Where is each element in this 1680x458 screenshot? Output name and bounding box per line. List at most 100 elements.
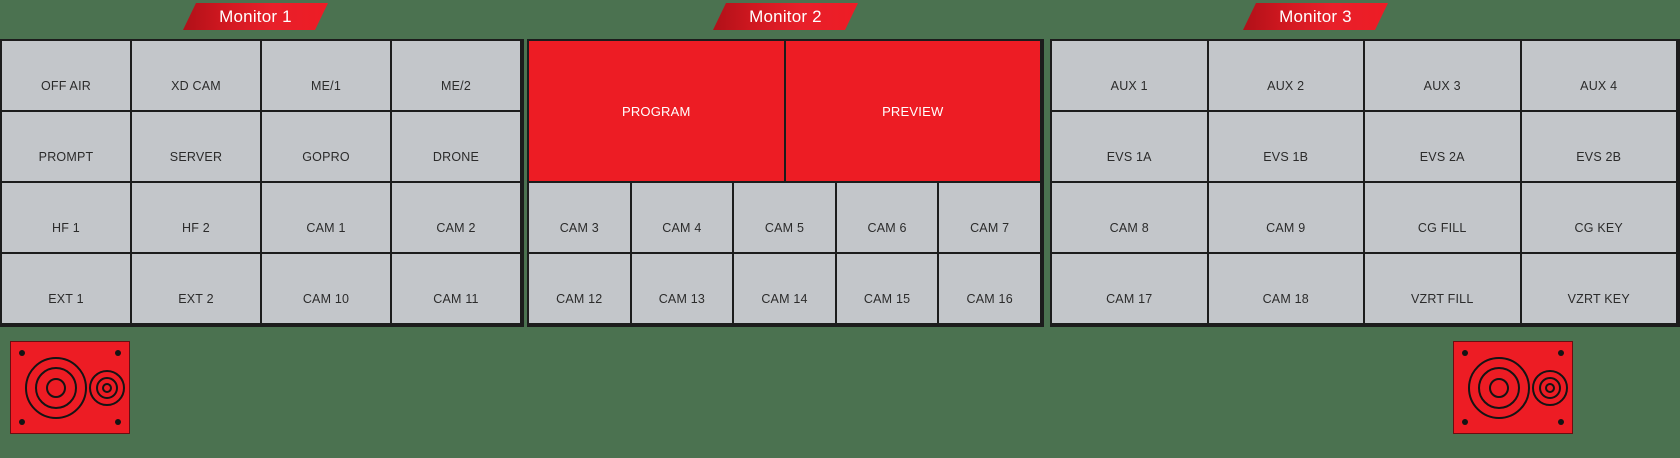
multiviewer-tile-evs-2b[interactable]: EVS 2B xyxy=(1522,112,1679,183)
tile-label: CAM 2 xyxy=(436,221,475,252)
screw-icon xyxy=(19,350,25,356)
tile-label: EVS 1A xyxy=(1107,150,1152,181)
multiviewer-tile-server[interactable]: SERVER xyxy=(132,112,262,183)
multiviewer-tile-cam-8[interactable]: CAM 8 xyxy=(1052,183,1209,254)
speaker-left xyxy=(10,341,130,434)
tile-label: CAM 18 xyxy=(1263,292,1309,323)
multiviewer-tile-cam-11[interactable]: CAM 11 xyxy=(392,254,522,325)
tile-label: OFF AIR xyxy=(41,79,91,110)
multiviewer-tile-cam-4[interactable]: CAM 4 xyxy=(632,183,735,254)
tweeter-icon xyxy=(102,383,112,393)
multiviewer-tile-me-2[interactable]: ME/2 xyxy=(392,41,522,112)
multiviewer-tile-cam-9[interactable]: CAM 9 xyxy=(1209,183,1366,254)
tile-label: CAM 5 xyxy=(765,221,804,252)
tile-label: DRONE xyxy=(433,150,479,181)
multiviewer-tile-cam-2[interactable]: CAM 2 xyxy=(392,183,522,254)
tile-label: CAM 17 xyxy=(1106,292,1152,323)
multiviewer-tile-cg-key[interactable]: CG KEY xyxy=(1522,183,1679,254)
multiviewer-tile-cam-15[interactable]: CAM 15 xyxy=(837,254,940,325)
monitor-2-banner-label: Monitor 2 xyxy=(749,7,822,26)
multiviewer-tile-xd-cam[interactable]: XD CAM xyxy=(132,41,262,112)
tile-label: VZRT KEY xyxy=(1568,292,1630,323)
tile-label: AUX 4 xyxy=(1580,79,1617,110)
multiviewer-tile-ext-2[interactable]: EXT 2 xyxy=(132,254,262,325)
multiviewer-tile-program[interactable]: PROGRAM xyxy=(529,41,786,183)
multiviewer-tile-cam-10[interactable]: CAM 10 xyxy=(262,254,392,325)
multiviewer-tile-vzrt-key[interactable]: VZRT KEY xyxy=(1522,254,1679,325)
tile-label: CAM 13 xyxy=(659,292,705,323)
tile-label: EVS 2B xyxy=(1576,150,1621,181)
tile-label: AUX 2 xyxy=(1267,79,1304,110)
multiviewer-tile-hf-2[interactable]: HF 2 xyxy=(132,183,262,254)
tile-label: CAM 3 xyxy=(560,221,599,252)
multiviewer-tile-off-air[interactable]: OFF AIR xyxy=(2,41,132,112)
tweeter-icon xyxy=(1545,383,1555,393)
tile-label: HF 1 xyxy=(52,221,80,252)
screw-icon xyxy=(1462,419,1468,425)
monitor-2-source-grid: CAM 3 CAM 4 CAM 5 CAM 6 CAM 7 CAM 12 CAM 13 CAM… xyxy=(529,183,1042,325)
multiviewer-tile-cam-16[interactable]: CAM 16 xyxy=(939,254,1042,325)
monitor-1-banner: Monitor 1 xyxy=(183,3,328,30)
tile-label: CAM 12 xyxy=(556,292,602,323)
tile-label: CAM 10 xyxy=(303,292,349,323)
tile-label: CAM 16 xyxy=(967,292,1013,323)
tile-label: CAM 14 xyxy=(761,292,807,323)
multiviewer-tile-evs-1b[interactable]: EVS 1B xyxy=(1209,112,1366,183)
multiviewer-tile-gopro[interactable]: GOPRO xyxy=(262,112,392,183)
tile-label: CAM 11 xyxy=(433,292,478,323)
tile-label: ME/2 xyxy=(441,79,471,110)
multiviewer-tile-aux-3[interactable]: AUX 3 xyxy=(1365,41,1522,112)
tile-label: AUX 1 xyxy=(1111,79,1148,110)
monitor-3-panel: AUX 1 AUX 2 AUX 3 AUX 4 EVS 1A EVS 1B EVS 2A EV… xyxy=(1050,39,1680,327)
monitor-3-banner: Monitor 3 xyxy=(1243,3,1388,30)
tile-label: CAM 8 xyxy=(1110,221,1149,252)
multiviewer-tile-hf-1[interactable]: HF 1 xyxy=(2,183,132,254)
tile-label: EXT 1 xyxy=(48,292,84,323)
tile-label: EVS 2A xyxy=(1420,150,1465,181)
tile-label: SERVER xyxy=(170,150,222,181)
tile-label: VZRT FILL xyxy=(1411,292,1473,323)
tile-label: CAM 15 xyxy=(864,292,910,323)
multiviewer-tile-cam-5[interactable]: CAM 5 xyxy=(734,183,837,254)
multiviewer-tile-drone[interactable]: DRONE xyxy=(392,112,522,183)
multiviewer-tile-vzrt-fill[interactable]: VZRT FILL xyxy=(1365,254,1522,325)
screw-icon xyxy=(115,350,121,356)
tile-label: CAM 9 xyxy=(1266,221,1305,252)
speaker-right xyxy=(1453,341,1573,434)
tile-label: PROMPT xyxy=(39,150,94,181)
multiviewer-tile-cam-3[interactable]: CAM 3 xyxy=(529,183,632,254)
multiviewer-tile-aux-4[interactable]: AUX 4 xyxy=(1522,41,1679,112)
monitor-2-banner: Monitor 2 xyxy=(713,3,858,30)
multiviewer-tile-evs-2a[interactable]: EVS 2A xyxy=(1365,112,1522,183)
multiviewer-tile-cam-17[interactable]: CAM 17 xyxy=(1052,254,1209,325)
screw-icon xyxy=(1558,350,1564,356)
multiviewer-tile-ext-1[interactable]: EXT 1 xyxy=(2,254,132,325)
multiviewer-tile-cam-1[interactable]: CAM 1 xyxy=(262,183,392,254)
multiviewer-tile-cam-6[interactable]: CAM 6 xyxy=(837,183,940,254)
monitor-2-program-preview-row: PROGRAM PREVIEW xyxy=(529,41,1042,183)
woofer-icon xyxy=(1489,378,1509,398)
tile-label: CAM 6 xyxy=(867,221,906,252)
multiviewer-tile-cam-14[interactable]: CAM 14 xyxy=(734,254,837,325)
multiviewer-tile-cam-7[interactable]: CAM 7 xyxy=(939,183,1042,254)
tile-label: CAM 7 xyxy=(970,221,1009,252)
multiviewer-tile-prompt[interactable]: PROMPT xyxy=(2,112,132,183)
multiviewer-tile-aux-2[interactable]: AUX 2 xyxy=(1209,41,1366,112)
tile-label: PREVIEW xyxy=(882,104,943,119)
multiviewer-tile-cam-18[interactable]: CAM 18 xyxy=(1209,254,1366,325)
screw-icon xyxy=(115,419,121,425)
multiviewer-tile-cg-fill[interactable]: CG FILL xyxy=(1365,183,1522,254)
tile-label: HF 2 xyxy=(182,221,210,252)
screw-icon xyxy=(1558,419,1564,425)
multiviewer-tile-cam-12[interactable]: CAM 12 xyxy=(529,254,632,325)
monitor-3-grid: AUX 1 AUX 2 AUX 3 AUX 4 EVS 1A EVS 1B EVS 2A EV… xyxy=(1052,41,1678,325)
tile-label: CG FILL xyxy=(1418,221,1467,252)
tile-label: PROGRAM xyxy=(622,104,691,119)
multiviewer-tile-preview[interactable]: PREVIEW xyxy=(786,41,1043,183)
screw-icon xyxy=(19,419,25,425)
multiviewer-tile-evs-1a[interactable]: EVS 1A xyxy=(1052,112,1209,183)
multiviewer-tile-aux-1[interactable]: AUX 1 xyxy=(1052,41,1209,112)
multiviewer-tile-me-1[interactable]: ME/1 xyxy=(262,41,392,112)
tile-label: CAM 4 xyxy=(662,221,701,252)
multiviewer-tile-cam-13[interactable]: CAM 13 xyxy=(632,254,735,325)
